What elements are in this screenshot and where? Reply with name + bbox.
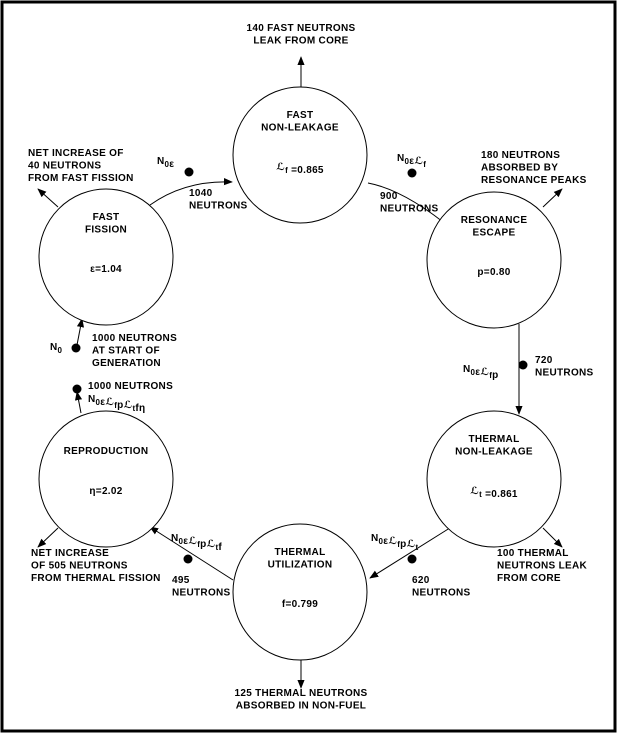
point-count: GENERATION: [92, 358, 161, 369]
stage-factor: ℒt =0.861: [470, 486, 518, 500]
loss-label: RESONANCE PEAKS: [481, 175, 587, 186]
point-next-generation: N0εℒfpℒtfη 1000 NEUTRONS: [72, 381, 173, 414]
point-dot: [407, 554, 417, 564]
arrow-thermal-nonleak-to-utilization: [369, 525, 454, 579]
point-count: 1040: [189, 188, 213, 199]
stage-circle: [38, 188, 174, 326]
point-count: 1000 NEUTRONS: [92, 333, 177, 344]
point-count: 495: [172, 575, 190, 586]
stage-title: THERMAL: [469, 434, 520, 445]
arrow-reproduction-to-next: [74, 391, 83, 414]
loss-non-fuel-absorb: 125 THERMAL NEUTRONS ABSORBED IN NON-FUEL: [234, 688, 367, 712]
loss-label: NET INCREASE OF: [28, 148, 124, 159]
point-count: NEUTRONS: [380, 204, 439, 215]
point-count: NEUTRONS: [535, 368, 594, 379]
loss-label: ABSORBED IN NON-FUEL: [236, 701, 366, 712]
stage-thermal-utilization: THERMAL UTILIZATION f=0.799: [232, 523, 368, 661]
loss-label: NET INCREASE: [31, 548, 109, 559]
stage-reproduction: REPRODUCTION η=2.02: [38, 410, 174, 548]
stage-factor: p=0.80: [477, 267, 510, 278]
stage-title: FISSION: [85, 225, 127, 236]
point-formula: N0: [50, 342, 63, 355]
point-dot: [72, 384, 82, 394]
stage-factor: ℒf =0.865: [276, 162, 324, 176]
loss-label: FROM CORE: [497, 573, 561, 584]
loss-label: 40 NEUTRONS: [28, 161, 101, 172]
loss-label: OF 505 NEUTRONS: [31, 561, 128, 572]
point-count: NEUTRONS: [189, 201, 248, 212]
loss-label: 180 NEUTRONS: [481, 150, 560, 161]
point-formula: N0εℒf: [397, 153, 426, 169]
arrow-thermal-fission-gain: [37, 527, 59, 548]
point-count: 620: [412, 575, 430, 586]
stage-fast-fission: FAST FISSION ε=1.04: [38, 188, 174, 326]
stage-title: NON-LEAKAGE: [455, 447, 533, 458]
point-formula: N0εℒfpℒtfη: [88, 394, 145, 414]
stage-title: UTILIZATION: [268, 560, 333, 571]
point-dot: [518, 360, 528, 370]
point-count: NEUTRONS: [172, 588, 231, 599]
point-formula: N0ε: [157, 156, 174, 170]
arrow-fission-to-fast-nonleak: [149, 178, 233, 206]
loss-label: 100 THERMAL: [497, 548, 569, 559]
point-formula: N0εℒfpℒtf: [171, 533, 222, 553]
point-dot: [184, 167, 194, 177]
point-count: AT START OF: [92, 346, 160, 357]
stage-title: ESCAPE: [473, 228, 516, 239]
arrow-thermal-leak: [542, 527, 563, 548]
point-count: 1000 NEUTRONS: [88, 381, 173, 392]
stage-title: REPRODUCTION: [64, 446, 149, 457]
point-dot: [407, 168, 417, 178]
stage-circle: [38, 410, 174, 548]
stage-factor: f=0.799: [282, 599, 318, 610]
loss-label: FROM FAST FISSION: [28, 173, 134, 184]
stage-title: FAST: [287, 110, 314, 121]
loss-label: NEUTRONS LEAK: [497, 561, 587, 572]
loss-label: LEAK FROM CORE: [253, 36, 348, 47]
stage-fast-non-leakage: FAST NON-LEAKAGE ℒf =0.865: [232, 86, 368, 224]
stage-circle: [232, 86, 368, 224]
stage-title: NON-LEAKAGE: [261, 123, 339, 134]
point-count: 720: [535, 355, 553, 366]
loss-label: ABSORBED BY: [481, 163, 558, 174]
loss-label: 125 THERMAL NEUTRONS: [234, 688, 367, 699]
stage-factor: η=2.02: [89, 486, 122, 497]
arrow-fast-fission-gain: [37, 188, 59, 208]
arrow-resonance-absorb: [542, 188, 563, 208]
stage-title: THERMAL: [275, 547, 326, 558]
loss-label: 140 FAST NEUTRONS: [246, 23, 355, 34]
loss-label: FROM THERMAL FISSION: [31, 573, 161, 584]
point-formula: N0εℒfp: [463, 364, 499, 381]
stage-circle: [426, 191, 562, 329]
stage-thermal-non-leakage: THERMAL NON-LEAKAGE ℒt =0.861: [426, 410, 562, 548]
point-formula: N0εℒfpℒt: [371, 533, 418, 552]
stage-title: FAST: [93, 212, 120, 223]
point-dot: [71, 343, 81, 353]
arrow-start-to-fission: [76, 318, 85, 346]
arrow-utilization-to-reproduction: [149, 526, 234, 581]
stage-circle: [426, 410, 562, 548]
point-count: NEUTRONS: [412, 588, 471, 599]
stage-factor: ε=1.04: [90, 264, 122, 275]
stage-circle: [232, 523, 368, 661]
point-dot: [183, 554, 193, 564]
loss-fast-leak: 140 FAST NEUTRONS LEAK FROM CORE: [246, 23, 355, 47]
stage-resonance-escape: RESONANCE ESCAPE p=0.80: [426, 191, 562, 329]
point-count: 900: [380, 191, 398, 202]
stage-title: RESONANCE: [461, 215, 528, 226]
